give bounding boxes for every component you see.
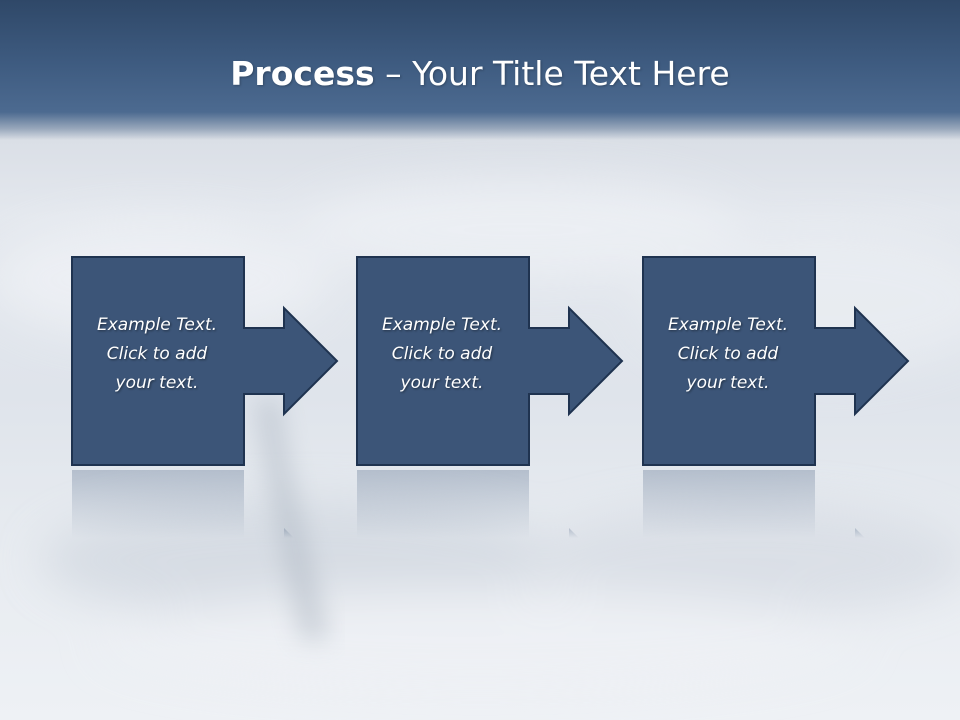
step-3-line-2: Click to add	[677, 344, 779, 364]
process-step-2[interactable]: Example Text. Click to add your text.	[356, 256, 696, 538]
step-2-line-1: Example Text.	[381, 315, 503, 335]
step-2-reflection	[357, 470, 579, 538]
step-3-line-1: Example Text.	[667, 315, 789, 335]
slide-title[interactable]: Process – Your Title Text Here	[0, 50, 960, 98]
step-1-line-1: Example Text.	[96, 315, 218, 335]
step-2-text: Example Text. Click to add your text.	[356, 311, 528, 398]
step-2-line-2: Click to add	[391, 344, 493, 364]
step-3-text: Example Text. Click to add your text.	[642, 311, 814, 398]
header-band	[0, 0, 960, 140]
step-1-line-3: your text.	[115, 373, 199, 393]
title-bold: Process	[230, 54, 375, 93]
step-2-arrow-shape	[356, 256, 624, 466]
step-1-reflection	[72, 470, 294, 538]
step-2-line-3: your text.	[400, 373, 484, 393]
process-step-3[interactable]: Example Text. Click to add your text.	[642, 256, 960, 538]
process-step-1[interactable]: Example Text. Click to add your text.	[71, 256, 411, 538]
step-1-text: Example Text. Click to add your text.	[71, 311, 243, 398]
step-3-reflection	[643, 470, 865, 538]
title-rest: – Your Title Text Here	[374, 54, 730, 93]
step-3-line-3: your text.	[686, 373, 770, 393]
step-1-line-2: Click to add	[106, 344, 208, 364]
step-3-arrow-shape	[642, 256, 910, 466]
step-1-arrow-shape	[71, 256, 339, 466]
